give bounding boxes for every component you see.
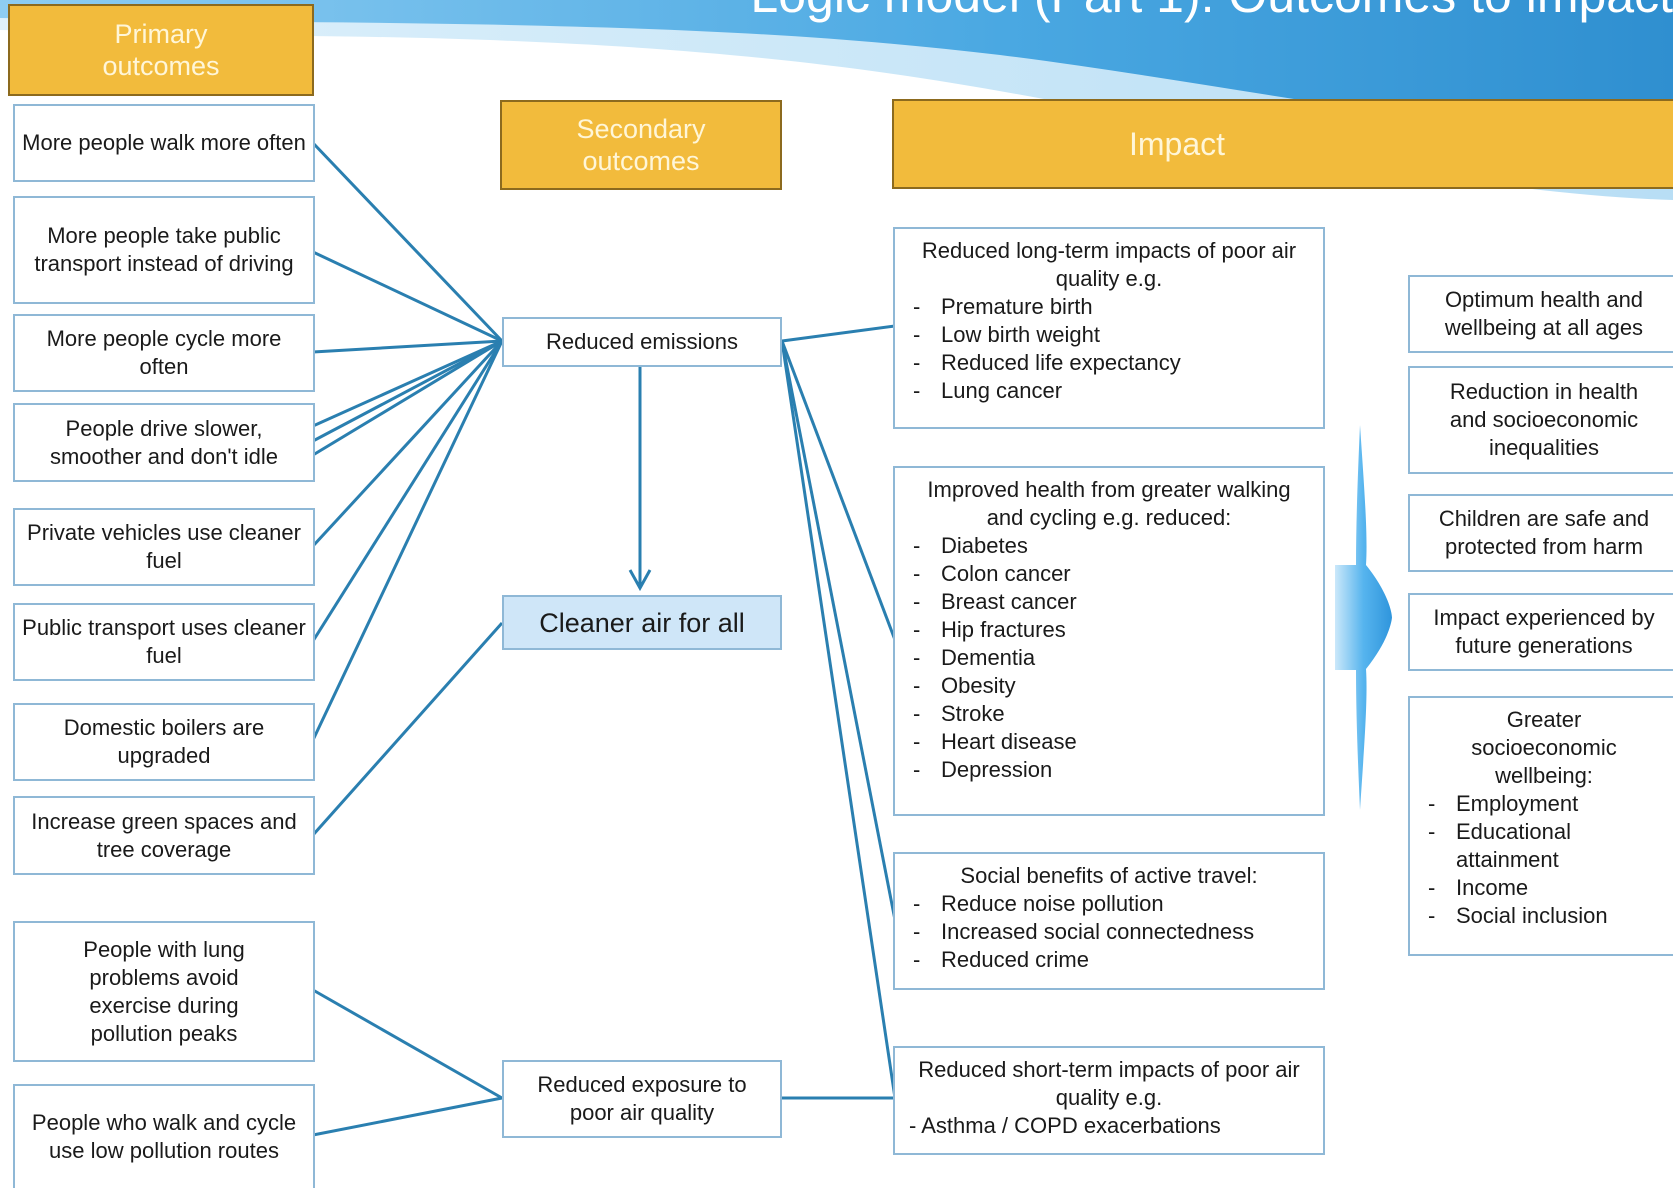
primary-outcome-label: People with lung problems avoid exercise… xyxy=(83,936,245,1046)
primary-outcome-label: People who walk and cycle use low pollut… xyxy=(31,1110,297,1163)
primary-outcome-walk: More people walk more often xyxy=(13,104,315,182)
impact-item: Lung cancer xyxy=(909,377,1309,405)
cleaner-air-label: Cleaner air for all xyxy=(539,607,745,638)
final-impact-children: Children are safe and protected from har… xyxy=(1408,494,1673,572)
impact-item: Hip fractures xyxy=(909,616,1309,644)
primary-outcomes-header: Primary outcomes xyxy=(8,4,314,96)
primary-outcome-public-fuel: Public transport uses cleaner fuel xyxy=(13,603,315,681)
primary-outcome-label: More people take public transport instea… xyxy=(34,223,294,276)
impact-item: Heart disease xyxy=(909,728,1309,756)
final-impact-label: Impact experienced by future generations xyxy=(1433,605,1655,658)
impact-header: Impact xyxy=(892,99,1673,189)
primary-outcome-label: Public transport uses cleaner fuel xyxy=(22,615,306,668)
impact-social-benefits: Social benefits of active travel: Reduce… xyxy=(893,852,1325,990)
impact-item: Depression xyxy=(909,756,1309,784)
final-impact-future-generations: Impact experienced by future generations xyxy=(1408,593,1673,671)
impact-item: Reduced crime xyxy=(909,946,1309,974)
impact-heading: Social benefits of active travel: xyxy=(960,863,1258,888)
reduced-exposure-box: Reduced exposure to poor air quality xyxy=(502,1060,782,1138)
cleaner-air-box: Cleaner air for all xyxy=(502,595,782,650)
primary-outcome-label: More people cycle more often xyxy=(46,326,282,379)
primary-header-line2: outcomes xyxy=(102,51,220,81)
impact-item: Obesity xyxy=(909,672,1309,700)
reduced-emissions-label: Reduced emissions xyxy=(546,329,738,354)
impact-item: Diabetes xyxy=(909,532,1309,560)
final-impact-inequalities: Reduction in health and socioeconomic in… xyxy=(1408,366,1673,474)
impact-item: Breast cancer xyxy=(909,588,1309,616)
primary-outcome-label: More people walk more often xyxy=(22,130,306,155)
impact-item: Increased social connectedness xyxy=(909,918,1309,946)
reduced-emissions-box: Reduced emissions xyxy=(502,317,782,367)
secondary-header-line1: Secondary xyxy=(576,114,706,144)
impact-walking-cycling: Improved health from greater walking and… xyxy=(893,466,1325,816)
reduced-exposure-label: Reduced exposure to poor air quality xyxy=(537,1072,747,1125)
final-impact-label: Children are safe and protected from har… xyxy=(1438,506,1650,559)
final-impact-health: Optimum health and wellbeing at all ages xyxy=(1408,275,1673,353)
primary-outcome-private-fuel: Private vehicles use cleaner fuel xyxy=(13,508,315,586)
impact-heading: Improved health from greater walking and… xyxy=(927,477,1291,530)
impact-heading: Reduced short-term impacts of poor air q… xyxy=(918,1057,1300,1110)
primary-outcome-label: People drive slower, smoother and don't … xyxy=(49,415,278,469)
primary-header-line1: Primary xyxy=(114,19,208,49)
primary-outcome-green-spaces: Increase green spaces and tree coverage xyxy=(13,796,315,875)
impact-item: Reduce noise pollution xyxy=(909,890,1309,918)
final-impact-label: Reduction in health and socioeconomic in… xyxy=(1449,379,1639,460)
impact-long-term: Reduced long-term impacts of poor air qu… xyxy=(893,227,1325,429)
primary-outcome-boilers: Domestic boilers are upgraded xyxy=(13,703,315,781)
impact-short-term: Reduced short-term impacts of poor air q… xyxy=(893,1046,1325,1155)
header-wave xyxy=(0,0,1673,200)
socioeconomic-item: Educational attainment xyxy=(1424,818,1664,874)
secondary-header-line2: outcomes xyxy=(582,146,700,176)
page-title: Logic model (Part 1): Outcomes to impact xyxy=(750,0,1673,24)
impact-item: - Asthma / COPD exacerbations xyxy=(909,1113,1221,1138)
primary-outcome-drive-slower: People drive slower, smoother and don't … xyxy=(13,403,315,482)
primary-outcome-lung-problems: People with lung problems avoid exercise… xyxy=(13,921,315,1062)
impact-item: Colon cancer xyxy=(909,560,1309,588)
primary-outcome-label: Private vehicles use cleaner fuel xyxy=(27,520,301,573)
primary-outcome-label: Domestic boilers are upgraded xyxy=(63,715,265,768)
primary-outcome-low-pollution-routes: People who walk and cycle use low pollut… xyxy=(13,1084,315,1188)
impact-item: Low birth weight xyxy=(909,321,1309,349)
impact-arrow xyxy=(1335,425,1392,810)
primary-outcome-public-transport: More people take public transport instea… xyxy=(13,196,315,304)
primary-outcome-label: Increase green spaces and tree coverage xyxy=(31,808,297,862)
impact-item: Reduced life expectancy xyxy=(909,349,1309,377)
primary-outcome-cycle: More people cycle more often xyxy=(13,314,315,392)
socioeconomic-item: Social inclusion xyxy=(1424,902,1664,930)
impact-item: Stroke xyxy=(909,700,1309,728)
final-impact-label: Optimum health and wellbeing at all ages xyxy=(1444,287,1644,340)
impact-item: Premature birth xyxy=(909,293,1309,321)
impact-item: Dementia xyxy=(909,644,1309,672)
socioeconomic-item: Income xyxy=(1424,874,1664,902)
impact-header-label: Impact xyxy=(1128,126,1226,162)
final-impact-socioeconomic: Greater socioeconomic wellbeing: Employm… xyxy=(1408,696,1673,956)
socioeconomic-item: Employment xyxy=(1424,790,1664,818)
socioeconomic-heading: Greater socioeconomic wellbeing: xyxy=(1471,707,1617,788)
impact-heading: Reduced long-term impacts of poor air qu… xyxy=(921,238,1297,291)
secondary-outcomes-header: Secondary outcomes xyxy=(500,100,782,190)
